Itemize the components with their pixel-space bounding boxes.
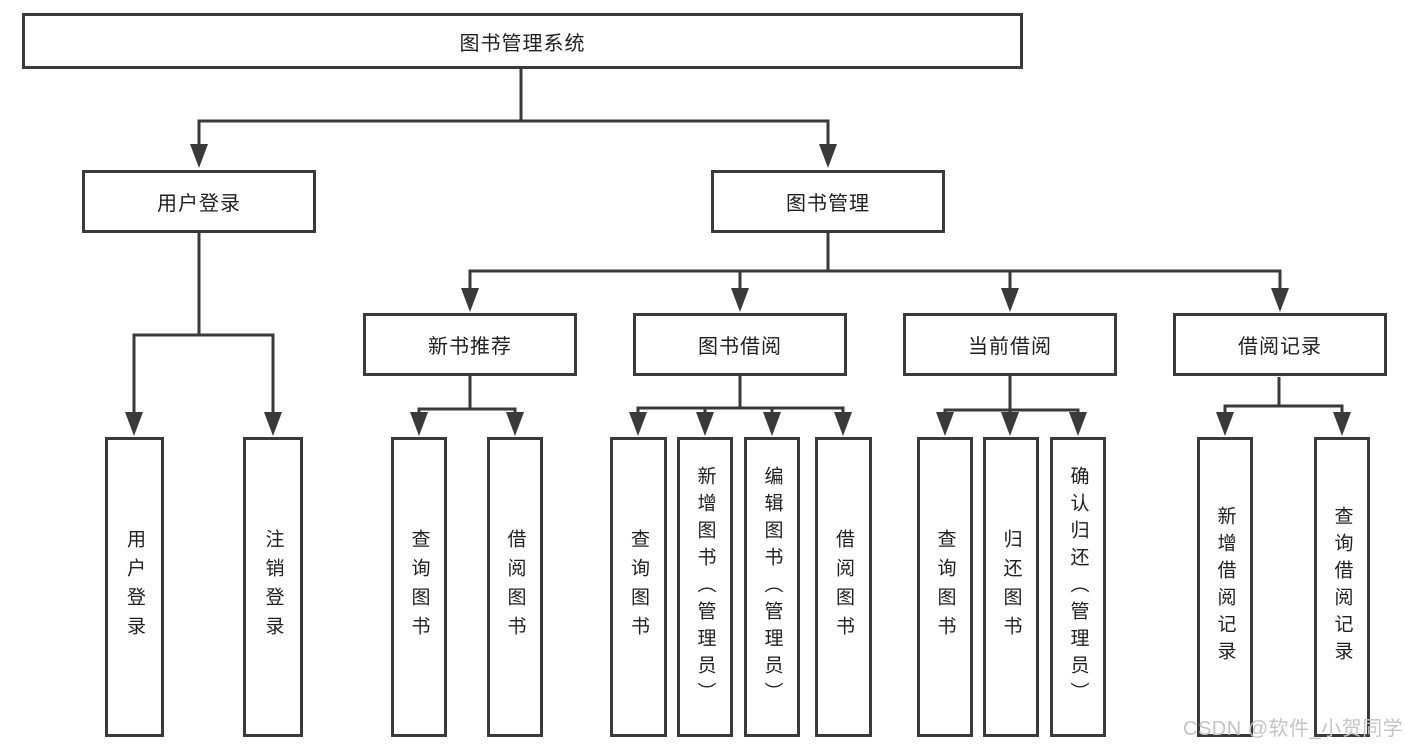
- connector-bookborrow-to-leaves: [636, 376, 845, 414]
- leaf-label: 查询图书: [934, 529, 956, 645]
- arrow-icon: [506, 412, 524, 436]
- leaf-logout: 注销登录: [243, 437, 303, 737]
- leaf-add-borrow-record: 新增借阅记录: [1197, 437, 1253, 737]
- arrow-icon: [1216, 412, 1234, 436]
- connector-bookmgmt-to-level3: [468, 233, 1282, 292]
- leaf-query-books: 查询图书: [610, 437, 667, 737]
- arrow-icon: [264, 412, 282, 436]
- node-new-book-recommend: 新书推荐: [363, 313, 577, 376]
- node-label: 图书借阅: [698, 336, 782, 358]
- leaf-label: 归还图书: [1000, 529, 1022, 645]
- leaf-return-books: 归还图书: [983, 437, 1039, 737]
- node-label: 图书管理: [786, 193, 870, 215]
- arrow-icon: [819, 144, 837, 168]
- connector-currentborrow-to-leaves: [943, 376, 1080, 414]
- leaf-label: 借阅图书: [833, 529, 854, 645]
- node-book-management: 图书管理: [711, 170, 945, 233]
- arrow-icon: [190, 144, 208, 168]
- csdn-watermark: CSDN @软件_小贺同学: [1183, 718, 1404, 740]
- node-library-management-system: 图书管理系统: [22, 13, 1023, 69]
- leaf-label: 用户登录: [124, 529, 145, 645]
- arrow-icon: [1001, 288, 1019, 312]
- arrow-icon: [125, 412, 143, 436]
- arrow-icon: [410, 412, 428, 436]
- leaf-borrow-books: 借阅图书: [487, 437, 543, 737]
- node-label: 图书管理系统: [459, 32, 586, 55]
- arrow-icon: [1069, 412, 1087, 436]
- leaf-confirm-return-admin: 确认归还（管理员）: [1050, 437, 1106, 737]
- leaf-add-books-admin: 新增图书（管理员）: [677, 437, 733, 737]
- connector-root-to-level2: [197, 69, 830, 148]
- leaf-label: 新增借阅记录: [1214, 506, 1236, 668]
- node-label: 当前借阅: [968, 336, 1052, 358]
- node-user-login: 用户登录: [82, 170, 316, 233]
- arrow-icon: [1001, 412, 1019, 436]
- connector-userlogin-to-leaves: [132, 233, 275, 414]
- leaf-query-books: 查询图书: [391, 437, 447, 737]
- leaf-user-login: 用户登录: [105, 437, 164, 737]
- leaf-query-books: 查询图书: [917, 437, 973, 737]
- leaf-label: 新增图书（管理员）: [694, 465, 716, 709]
- arrow-icon: [731, 288, 749, 312]
- node-current-borrow: 当前借阅: [903, 313, 1117, 376]
- leaf-query-borrow-record: 查询借阅记录: [1314, 437, 1370, 737]
- leaf-label: 查询借阅记录: [1331, 506, 1353, 668]
- leaf-label: 注销登录: [262, 529, 284, 645]
- arrowheads: [125, 144, 1351, 436]
- leaf-label: 查询图书: [628, 529, 649, 645]
- arrow-icon: [936, 412, 954, 436]
- node-book-borrow: 图书借阅: [633, 313, 847, 376]
- leaf-label: 查询图书: [408, 529, 430, 645]
- arrow-icon: [461, 288, 479, 312]
- arrow-icon: [629, 412, 647, 436]
- node-borrow-records: 借阅记录: [1173, 313, 1387, 376]
- leaf-label: 确认归还（管理员）: [1067, 465, 1089, 709]
- leaf-label: 借阅图书: [504, 529, 526, 645]
- arrow-icon: [1333, 412, 1351, 436]
- leaf-label: 编辑图书（管理员）: [761, 465, 783, 709]
- connector-records-to-leaves: [1223, 377, 1344, 414]
- node-label: 新书推荐: [428, 336, 512, 358]
- connector-newbook-to-leaves: [417, 376, 517, 414]
- arrow-icon: [834, 412, 852, 436]
- arrow-icon: [763, 412, 781, 436]
- node-label: 借阅记录: [1238, 336, 1322, 358]
- node-label: 用户登录: [157, 193, 241, 215]
- arrow-icon: [1271, 288, 1289, 312]
- leaf-borrow-books: 借阅图书: [815, 437, 872, 737]
- arrow-icon: [696, 412, 714, 436]
- leaf-edit-books-admin: 编辑图书（管理员）: [744, 437, 800, 737]
